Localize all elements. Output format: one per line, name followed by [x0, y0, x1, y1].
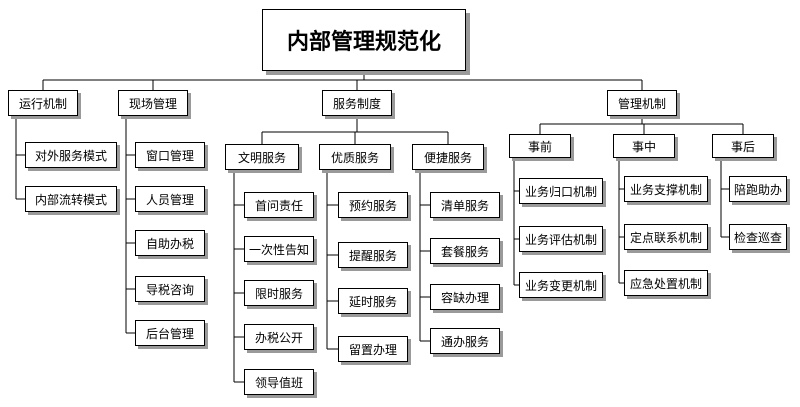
xianchang-item: 自助办税: [135, 230, 205, 256]
youzhi-item: 延时服务: [338, 288, 408, 314]
diagram-title: 内部管理规范化: [262, 9, 466, 71]
xianchang-item: 后台管理: [135, 320, 205, 346]
shiqian-item: 业务评估机制: [519, 226, 603, 252]
wenming-item: 限时服务: [244, 280, 314, 306]
youzhi-item: 提醒服务: [338, 242, 408, 268]
guanli-group-shizhong: 事中: [613, 134, 675, 158]
fuwu-group-youzhi: 优质服务: [319, 144, 391, 170]
wenming-item: 首问责任: [244, 192, 314, 218]
guanli-group-shiqian: 事前: [509, 134, 571, 158]
fuwu-group-wenming: 文明服务: [225, 144, 299, 170]
bianjie-item: 容缺办理: [430, 284, 500, 310]
youzhi-item: 预约服务: [338, 192, 408, 218]
fuwu-group-bianjie: 便捷服务: [412, 144, 484, 170]
guanli-group-shihou: 事后: [712, 134, 774, 158]
shihou-item: 检查巡查: [729, 224, 787, 250]
shiqian-item: 业务归口机制: [519, 178, 603, 204]
bianjie-item: 套餐服务: [430, 238, 500, 264]
shiqian-item: 业务变更机制: [519, 272, 603, 298]
category-xianchang: 现场管理: [118, 90, 188, 116]
category-fuwu: 服务制度: [322, 90, 392, 116]
category-guanli: 管理机制: [607, 90, 677, 116]
yunxing-item: 对外服务模式: [25, 142, 117, 168]
shizhong-item: 应急处置机制: [624, 270, 708, 296]
shizhong-item: 业务支撑机制: [624, 176, 708, 202]
wenming-item: 一次性告知: [244, 236, 314, 262]
bianjie-item: 通办服务: [430, 328, 500, 354]
category-yunxing: 运行机制: [8, 90, 78, 116]
bianjie-item: 清单服务: [430, 192, 500, 218]
xianchang-item: 窗口管理: [135, 142, 205, 168]
wenming-item: 办税公开: [244, 324, 314, 350]
xianchang-item: 导税咨询: [135, 276, 205, 302]
xianchang-item: 人员管理: [135, 186, 205, 212]
shizhong-item: 定点联系机制: [624, 224, 708, 250]
wenming-item: 领导值班: [244, 369, 314, 395]
shihou-item: 陪跑助办: [729, 176, 787, 202]
yunxing-item: 内部流转模式: [25, 186, 117, 212]
youzhi-item: 留置办理: [338, 336, 408, 362]
